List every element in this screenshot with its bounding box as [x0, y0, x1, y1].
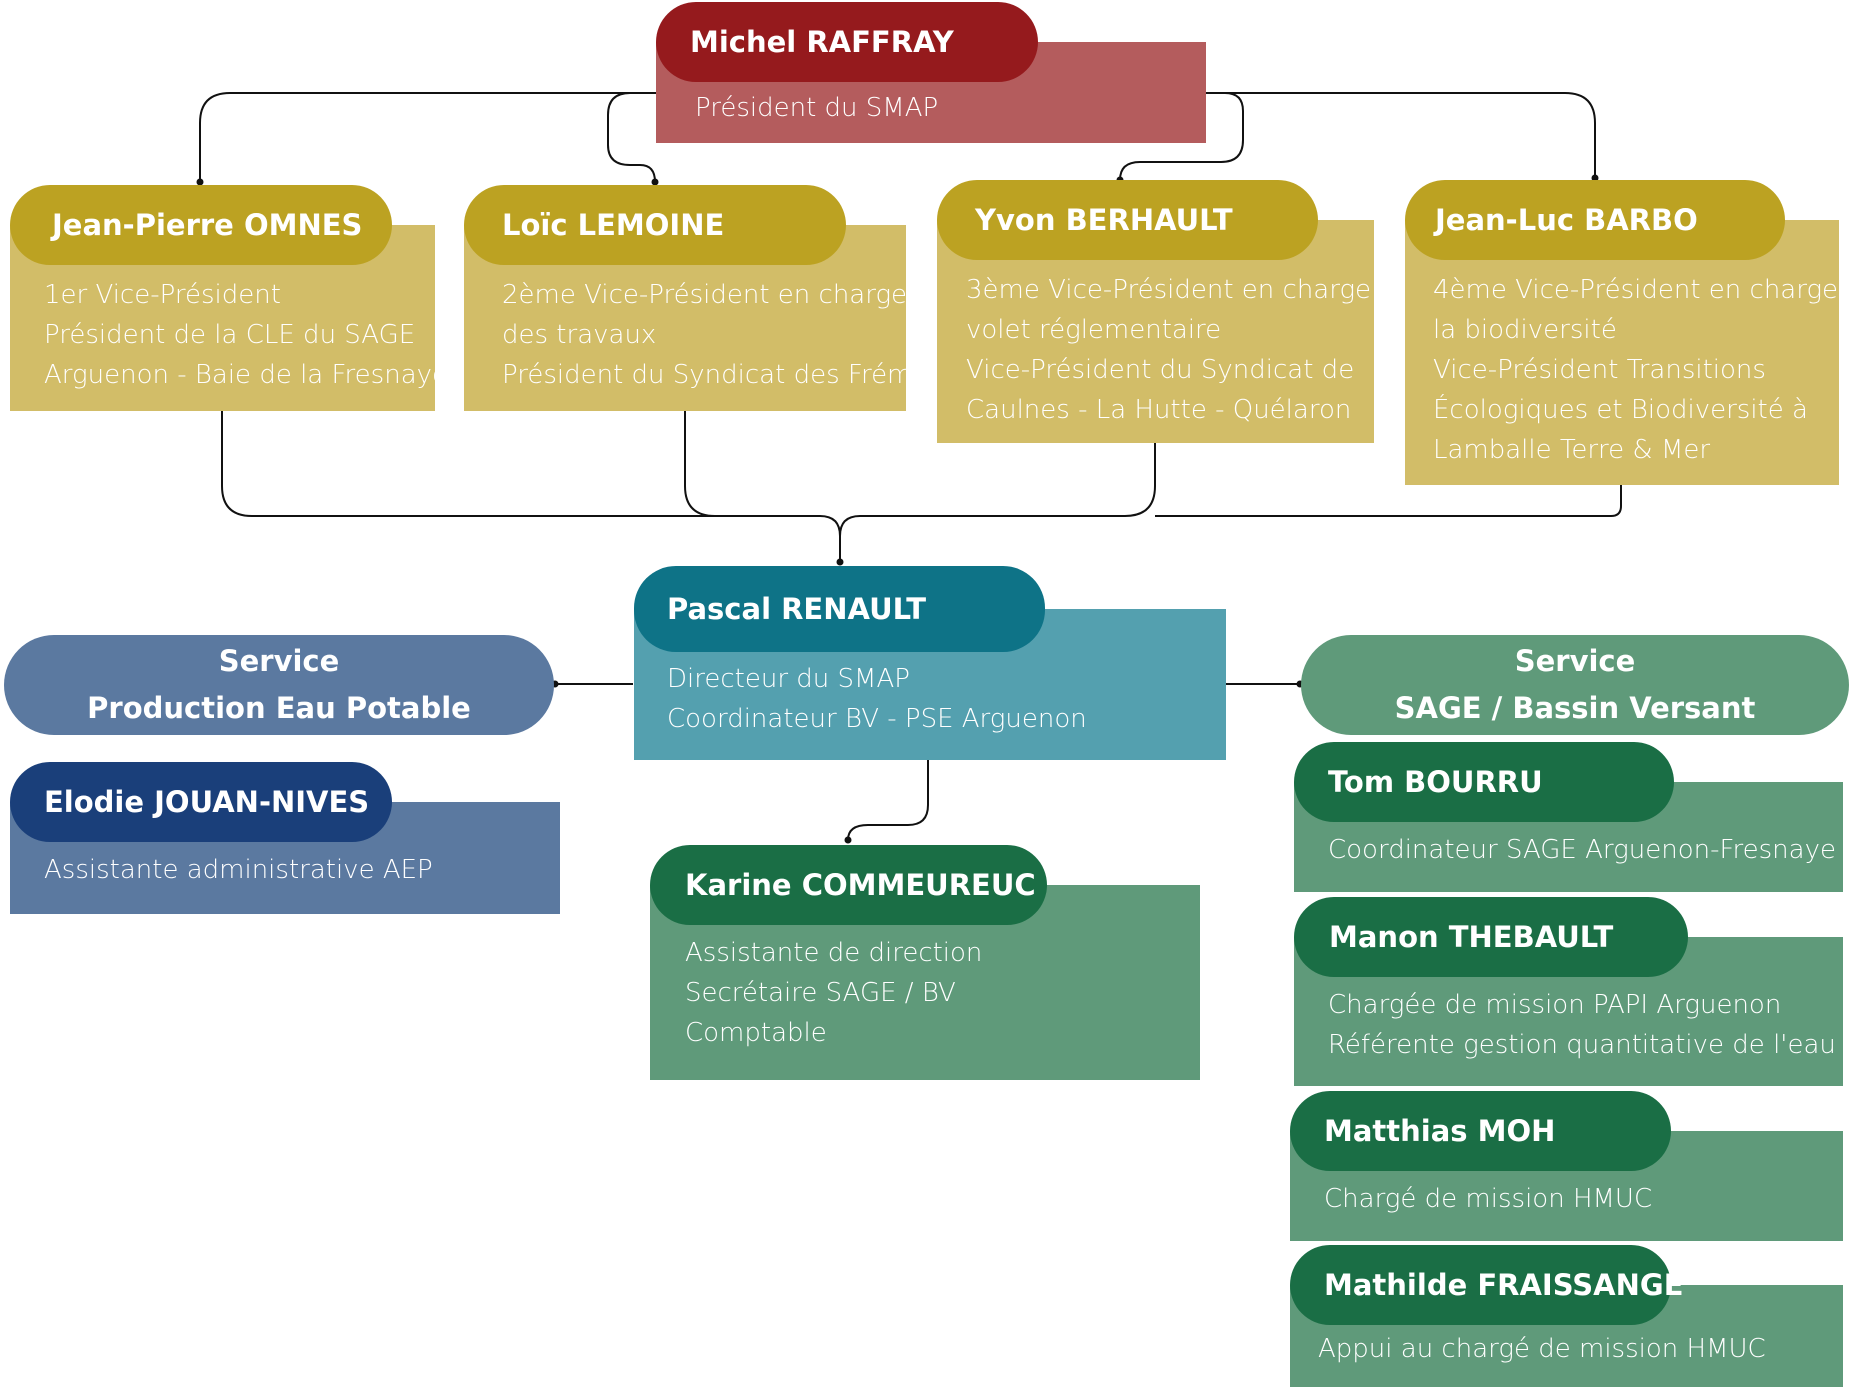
staff-name: Tom BOURRU [1294, 742, 1674, 822]
vice-president-card: 1er Vice-Président Président de la CLE d… [10, 185, 449, 411]
staff-card: Appui au chargé de mission HMUC Mathilde… [1290, 1245, 1843, 1387]
role-line: volet réglementaire [966, 315, 1222, 345]
staff-name: Elodie JOUAN-NIVES [10, 762, 392, 842]
role-line: Secrétaire SAGE / BV [685, 978, 956, 1008]
role-line: Chargé de mission HMUC [1324, 1184, 1653, 1214]
role-line: Appui au chargé de mission HMUC [1318, 1334, 1766, 1364]
role-line: Caulnes - La Hutte - Quélaron [966, 395, 1352, 425]
vice-president-card: 4ème Vice-Président en charge de la biod… [1405, 180, 1849, 485]
connector-vp2-director [684, 410, 716, 517]
role-line: Vice-Président du Syndicat de [966, 355, 1355, 385]
connector-president-vp2 [607, 92, 660, 183]
role-line: Assistante administrative AEP [44, 855, 433, 885]
service-title-line: SAGE / Bassin Versant [1394, 691, 1756, 725]
junction-dot [651, 178, 659, 186]
connector-vp3-director [839, 442, 1156, 537]
staff-name: Manon THEBAULT [1294, 897, 1688, 977]
junction-dot [844, 836, 852, 844]
staff-card: Assistante administrative AEP Elodie JOU… [10, 762, 560, 914]
role-line: Référente gestion quantitative de l'eau [1328, 1030, 1836, 1060]
service-title-line: Service [218, 644, 340, 678]
role-line: 4ème Vice-Président en charge de [1433, 275, 1849, 305]
role-line: Chargée de mission PAPI Arguenon [1328, 990, 1782, 1020]
role-line: Président du SMAP [695, 93, 939, 123]
role-line: des travaux [502, 320, 657, 350]
role-line: Lamballe Terre & Mer [1433, 435, 1711, 465]
connector-vp1-director [221, 410, 841, 565]
service-title-line: Service [1514, 644, 1636, 678]
vice-president-card: 3ème Vice-Président en charge du volet r… [937, 180, 1413, 443]
vice-president-name: Loïc LEMOINE [464, 185, 846, 265]
staff-card: Coordinateur SAGE Arguenon-Fresnaye Tom … [1294, 742, 1843, 892]
director-card: Directeur du SMAP Coordinateur BV - PSE … [634, 566, 1226, 760]
role-line: Comptable [685, 1018, 827, 1048]
staff-name: Matthias MOH [1290, 1091, 1671, 1171]
staff-card: Chargée de mission PAPI Arguenon Référen… [1294, 897, 1843, 1086]
role-line: 2ème Vice-Président en charge [502, 280, 908, 310]
connector-president-vp1 [199, 92, 660, 182]
role-line: Coordinateur BV - PSE Arguenon [667, 704, 1087, 734]
assistant-card: Assistante de direction Secrétaire SAGE … [650, 845, 1200, 1080]
assistant-name: Karine COMMEUREUC [650, 845, 1047, 925]
role-line: Écologiques et Biodiversité à [1433, 395, 1808, 425]
role-line: Assistante de direction [685, 938, 983, 968]
connector-vp4-director [1155, 484, 1622, 517]
role-line: 3ème Vice-Président en charge du [966, 275, 1413, 305]
connector-president-vp3 [1119, 92, 1244, 181]
junction-dot [836, 558, 844, 566]
role-line: Vice-Président Transitions [1433, 355, 1766, 385]
role-line: 1er Vice-Président [44, 280, 281, 310]
vice-president-card: 2ème Vice-Président en charge des travau… [464, 185, 940, 411]
service-aep-pill: Service Production Eau Potable [4, 635, 554, 735]
role-line: Directeur du SMAP [667, 664, 910, 694]
vice-president-name: Jean-Luc BARBO [1405, 180, 1785, 260]
staff-name: Mathilde FRAISSANGE [1290, 1245, 1684, 1325]
role-line: Président du Syndicat des Frémur [502, 360, 940, 390]
connector-director-assistant [847, 760, 929, 841]
service-sage-pill: Service SAGE / Bassin Versant [1301, 635, 1849, 735]
role-line: Arguenon - Baie de la Fresnaye [44, 360, 449, 390]
role-line: la biodiversité [1433, 315, 1617, 345]
director-name: Pascal RENAULT [634, 566, 1045, 652]
junction-dot [1591, 174, 1599, 182]
junction-dot [196, 178, 204, 186]
vice-president-role: 4ème Vice-Président en charge de la biod… [1405, 220, 1849, 485]
connector-president-vp4 [1205, 92, 1596, 178]
role-line: Président de la CLE du SAGE [44, 320, 416, 350]
president-card: Président du SMAP Michel RAFFRAY [656, 2, 1206, 143]
vice-president-name: Yvon BERHAULT [937, 180, 1318, 260]
staff-card: Chargé de mission HMUC Matthias MOH [1290, 1091, 1843, 1241]
role-line: Coordinateur SAGE Arguenon-Fresnaye [1328, 835, 1836, 865]
president-name: Michel RAFFRAY [656, 2, 1038, 82]
vice-president-name: Jean-Pierre OMNES [10, 185, 392, 265]
service-title-line: Production Eau Potable [87, 691, 471, 725]
